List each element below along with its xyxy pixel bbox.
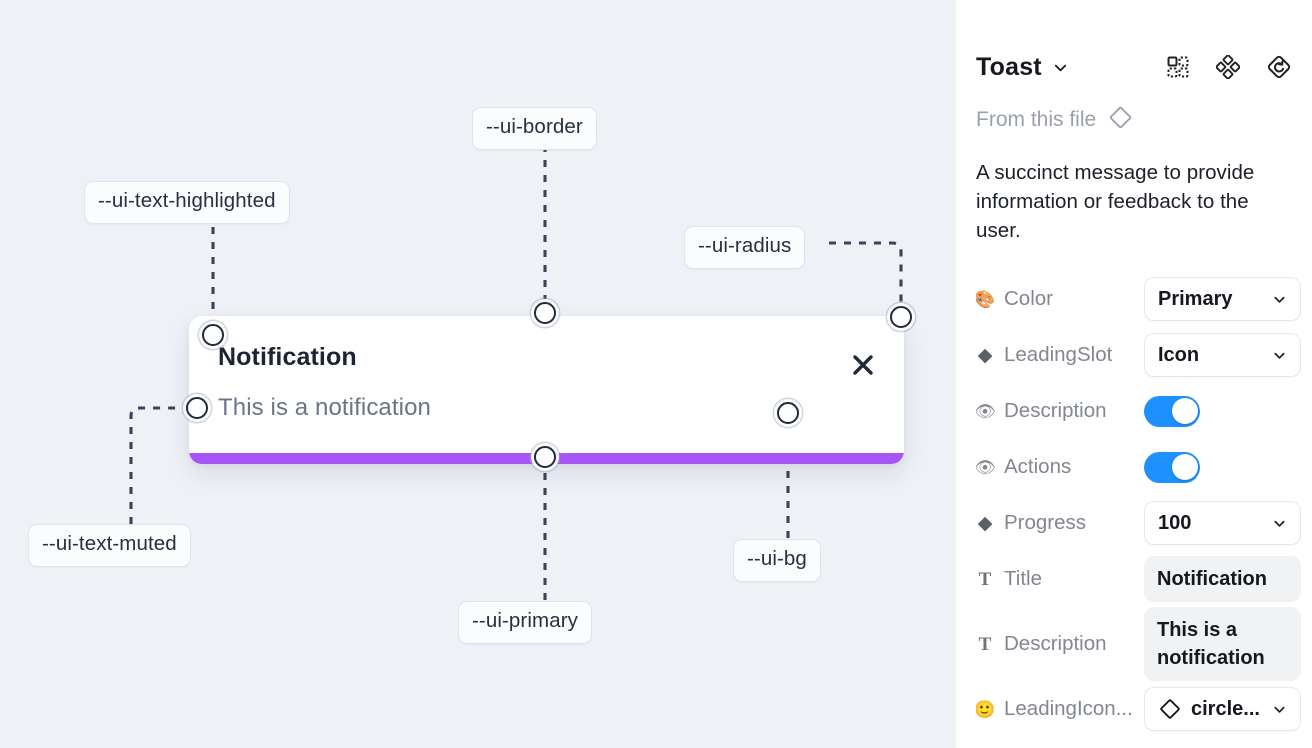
chevron-down-icon	[1272, 348, 1287, 363]
connector-ui-radius	[829, 241, 903, 309]
leadingicon-select-value: circle...	[1191, 697, 1260, 720]
chevron-down-icon	[1272, 516, 1287, 531]
token-chip-ui-text-highlighted[interactable]: --ui-text-highlighted	[84, 181, 290, 224]
text-icon: T	[978, 568, 992, 590]
property-row-description-toggle: 👁 Description	[976, 383, 1292, 439]
toast-title: Notification	[218, 343, 357, 371]
property-label-progress: ◆ Progress	[976, 511, 1144, 535]
anchor-handle-bg[interactable]	[777, 402, 799, 424]
progress-select-value: 100	[1158, 511, 1192, 534]
diamond-icon: ◆	[977, 344, 993, 366]
color-select-value: Primary	[1158, 287, 1233, 310]
connector-ui-text-muted	[129, 406, 188, 524]
palette-emoji: 🎨	[976, 289, 996, 309]
property-row-leadingslot: ◆ LeadingSlot Icon	[976, 327, 1301, 383]
properties-panel: Toast	[956, 0, 1312, 748]
property-row-leadingicon: 🙂 LeadingIcon... circle...	[976, 681, 1301, 737]
property-label-description-visibility: 👁 Description	[976, 399, 1144, 423]
token-chip-ui-bg[interactable]: --ui-bg	[733, 539, 821, 582]
component-icon[interactable]	[1216, 55, 1240, 79]
color-select[interactable]: Primary	[1144, 277, 1301, 322]
property-label-leadingicon: 🙂 LeadingIcon...	[976, 697, 1144, 721]
panel-header: Toast	[976, 36, 1292, 98]
property-label-actions-visibility: 👁 Actions	[976, 455, 1144, 479]
token-chip-ui-border[interactable]: --ui-border	[472, 107, 597, 150]
property-label-title: T Title	[976, 567, 1144, 591]
anchor-handle-radius[interactable]	[890, 306, 912, 328]
actions-toggle[interactable]	[1144, 451, 1200, 483]
property-row-actions-toggle: 👁 Actions	[976, 439, 1292, 495]
diamond-icon: ◆	[977, 512, 993, 534]
property-name: Color	[1004, 287, 1053, 311]
diamond-icon	[1158, 697, 1182, 721]
reset-instance-icon[interactable]	[1266, 54, 1292, 80]
property-label-description-text: T Description	[976, 632, 1144, 656]
property-name: Description	[1004, 632, 1107, 656]
from-this-file-row[interactable]: From this file	[976, 104, 1292, 136]
description-input[interactable]: This is a notification	[1144, 607, 1301, 682]
property-row-color: 🎨 Color Primary	[976, 271, 1301, 327]
leadingslot-select-value: Icon	[1158, 343, 1200, 366]
title-input[interactable]: Notification	[1144, 556, 1301, 603]
property-label-leadingslot: ◆ LeadingSlot	[976, 343, 1144, 367]
chevron-down-icon	[1272, 702, 1287, 717]
design-canvas[interactable]: Notification This is a notification --ui…	[0, 0, 956, 748]
property-name: Title	[1004, 567, 1042, 591]
property-name: LeadingIcon...	[1004, 697, 1133, 721]
toggle-knob	[1171, 398, 1198, 425]
property-list: 🎨 Color Primary ◆ LeadingSlot	[976, 271, 1301, 737]
smiley-emoji: 🙂	[976, 699, 996, 719]
from-this-file-label: From this file	[976, 108, 1097, 131]
close-icon[interactable]	[850, 352, 876, 378]
property-row-title: T Title Notification	[976, 551, 1301, 607]
property-name: Actions	[1004, 455, 1072, 479]
token-chip-ui-radius[interactable]: --ui-radius	[684, 226, 806, 269]
token-chip-ui-text-muted[interactable]: --ui-text-muted	[28, 524, 191, 567]
leadingslot-select[interactable]: Icon	[1144, 333, 1301, 378]
anchor-handle-border[interactable]	[534, 302, 556, 324]
anchor-handle-text-highlighted[interactable]	[202, 324, 224, 346]
progress-select[interactable]: 100	[1144, 501, 1301, 546]
property-name: Progress	[1004, 511, 1087, 535]
page-title: Toast	[976, 52, 1042, 81]
panel-header-actions	[1166, 54, 1292, 80]
component-set-icon[interactable]	[1166, 55, 1190, 79]
property-name: Description	[1004, 399, 1107, 423]
toast-preview-card[interactable]: Notification This is a notification	[189, 316, 904, 464]
chevron-down-icon	[1272, 292, 1287, 307]
property-row-description-text: T Description This is a notification	[976, 607, 1301, 682]
chevron-down-icon[interactable]	[1053, 60, 1068, 75]
diamond-icon	[1107, 104, 1134, 136]
property-name: LeadingSlot	[1004, 343, 1113, 367]
toast-description: This is a notification	[218, 394, 431, 421]
eye-emoji: 👁	[976, 457, 996, 477]
property-label-color: 🎨 Color	[976, 287, 1144, 311]
text-icon: T	[978, 633, 992, 655]
eye-emoji: 👁	[976, 401, 996, 421]
toggle-knob	[1171, 454, 1198, 481]
property-row-progress: ◆ Progress 100	[976, 495, 1301, 551]
description-toggle[interactable]	[1144, 395, 1200, 427]
component-description: A succinct message to provide informatio…	[976, 161, 1255, 243]
token-chip-ui-primary[interactable]: --ui-primary	[458, 601, 592, 644]
anchor-handle-text-muted[interactable]	[186, 397, 208, 419]
leadingicon-select[interactable]: circle...	[1144, 687, 1301, 732]
anchor-handle-primary[interactable]	[534, 446, 556, 468]
